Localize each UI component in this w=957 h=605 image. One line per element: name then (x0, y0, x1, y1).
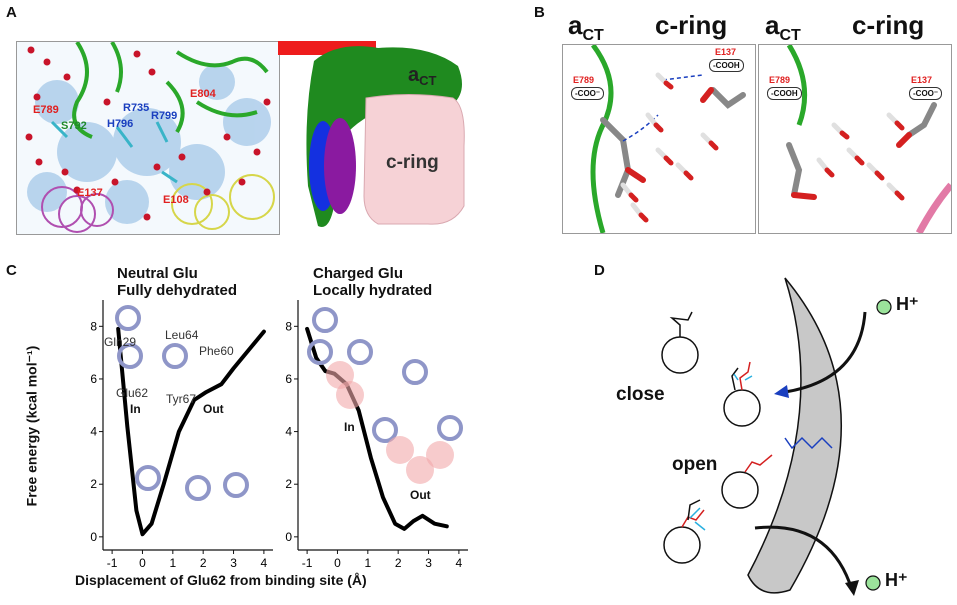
c-left-out: Out (203, 402, 224, 416)
membrane-crescent (747, 277, 842, 594)
y-tick-label-1-2: 4 (285, 425, 292, 439)
b-right-e789-label: E789 (769, 75, 791, 85)
c-left-plot: -1 0 1 2 3 4 0 2 4 6 8 (90, 300, 273, 570)
helix-ring-right-3 (402, 359, 428, 385)
x-tick-label-1-1: 0 (334, 556, 341, 570)
c-label-leu64: Leu64 (165, 328, 199, 342)
b-left-e789-state: -COO⁻ (571, 87, 605, 100)
b-left-act-header: aCT (568, 10, 604, 44)
hplus-top-label: H⁺ (896, 294, 919, 314)
x-tick-label-0-5: 4 (261, 556, 268, 570)
proton-bottom-dot (865, 575, 881, 591)
water-cluster-4 (426, 441, 454, 469)
helix-ring-left-1 (117, 343, 143, 369)
residue-label-e804: E804 (190, 88, 216, 100)
b-right-e137-state: -COO⁻ (909, 87, 943, 100)
panel-a-letter: A (6, 4, 17, 21)
c-subunit-circle-2 (723, 389, 761, 427)
x-tick-label-1-2: 1 (364, 556, 371, 570)
c-subunit-circle-3 (721, 471, 759, 509)
helix-ring-left-5 (223, 472, 249, 498)
b-right-cring-header: c-ring (852, 10, 925, 40)
panel-a-surface-render: aCT c-ring (278, 36, 478, 236)
b-right-e789-state: -COOH (767, 87, 802, 100)
residue-label-s792: S792 (61, 120, 87, 132)
x-tick-label-1-5: 4 (456, 556, 463, 570)
water-cluster-2 (386, 436, 414, 464)
y-tick-label-0-3: 6 (90, 372, 97, 386)
x-tick-label-0-0: -1 (107, 556, 118, 570)
b-left-cring-header: c-ring (655, 10, 728, 40)
helix-ring-right-4 (372, 417, 398, 443)
c-subunit-circle-4 (663, 526, 701, 564)
residue-label-r735: R735 (123, 102, 150, 114)
free-energy-curve-0 (116, 326, 266, 537)
water-cluster-1 (336, 381, 364, 409)
helix-ring-right-1 (307, 339, 333, 365)
x-tick-label-0-1: 0 (139, 556, 146, 570)
proton-entry-arrow (784, 311, 867, 394)
b-right-e137-label: E137 (911, 75, 933, 85)
c-ring-label: c-ring (386, 152, 439, 173)
x-tick-label-1-4: 3 (425, 556, 432, 570)
panel-b-letter: B (534, 4, 545, 21)
x-tick-label-0-3: 2 (200, 556, 207, 570)
y-tick-label-1-4: 8 (285, 319, 292, 333)
proton-top-dot (876, 299, 892, 315)
c-label-phe60: Phe60 (199, 344, 234, 358)
residue-label-h796: H796 (107, 118, 134, 130)
protein-channel-render (25, 42, 275, 233)
x-tick-label-0-4: 3 (230, 556, 237, 570)
residue-label-e789: E789 (33, 104, 59, 116)
x-tick-label-1-0: -1 (302, 556, 313, 570)
c-right-out: Out (410, 488, 431, 502)
c-left-in: In (130, 402, 141, 416)
panel-c-letter: C (6, 262, 17, 279)
residue-label-r799: R799 (151, 110, 178, 122)
water-cluster-3 (406, 456, 434, 484)
c-x-axis-label: Displacement of Glu62 from binding site … (75, 572, 367, 588)
helix-ring-right-0 (312, 307, 338, 333)
x-tick-label-0-2: 1 (169, 556, 176, 570)
hplus-bottom-label: H⁺ (885, 570, 908, 590)
helix-ring-left-2 (162, 343, 188, 369)
helix-ring-left-3 (135, 465, 161, 491)
panel-d-letter: D (594, 262, 605, 279)
y-tick-label-1-3: 6 (285, 372, 292, 386)
proton-exit-arrow (754, 525, 854, 591)
b-left-e137-label: E137 (715, 47, 737, 57)
c-subunit-circle-1 (661, 336, 699, 374)
residue-label-e108: E108 (163, 194, 189, 206)
helix-ring-left-0 (115, 305, 141, 331)
y-tick-label-1-1: 2 (285, 477, 292, 491)
c-label-tyr67: Tyr67 (166, 392, 197, 406)
y-tick-label-0-4: 8 (90, 319, 97, 333)
b-left-e137-state: -COOH (709, 59, 744, 72)
b-right-act-header: aCT (765, 10, 801, 44)
helix-ring-left-4 (185, 475, 211, 501)
b-left-e789-label: E789 (573, 75, 595, 85)
y-tick-label-0-1: 2 (90, 477, 97, 491)
y-tick-label-0-2: 4 (90, 425, 97, 439)
panel-a-structure-view: E789 S792 R735 H796 R799 E804 E137 E108 (16, 41, 280, 235)
c-label-glu62: Glu62 (116, 386, 149, 400)
helix-ring-right-5 (437, 415, 463, 441)
residue-label-e137: E137 (77, 187, 103, 199)
act-label: aCT (408, 64, 437, 88)
panel-b-right-view: E789 -COOH E137 -COO⁻ (758, 44, 952, 234)
y-tick-label-1-0: 0 (285, 530, 292, 544)
x-tick-label-1-3: 2 (395, 556, 402, 570)
panel-b-left-view: E789 -COO⁻ E137 -COOH (562, 44, 756, 234)
y-tick-label-0-0: 0 (90, 530, 97, 544)
c-right-in: In (344, 420, 355, 434)
close-label: close (616, 384, 665, 405)
c-label-gln29: Gln29 (104, 335, 137, 349)
c-right-plot: -1 0 1 2 3 4 0 2 4 6 8 (285, 300, 468, 570)
open-label: open (672, 454, 718, 475)
helix-ring-right-2 (347, 339, 373, 365)
